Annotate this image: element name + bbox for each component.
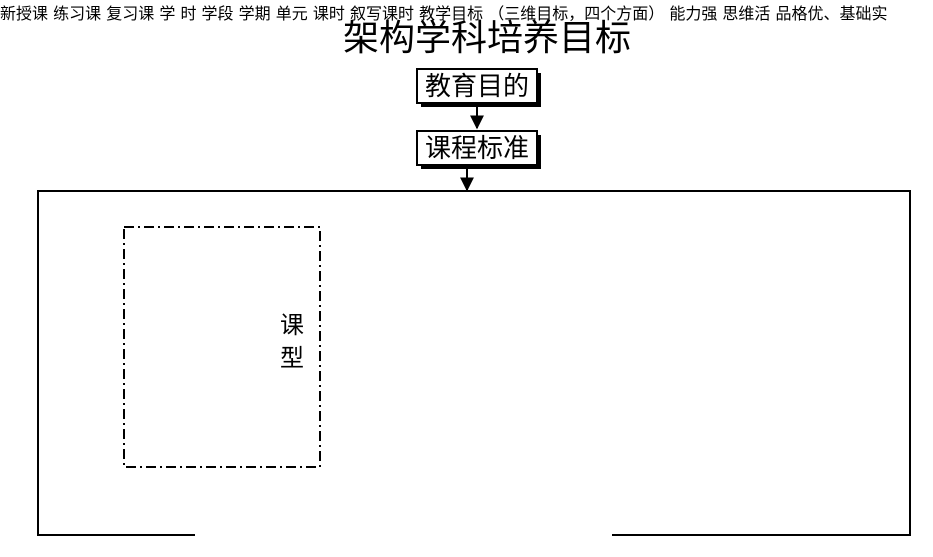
teaching-goal-line2: 教学目标: [419, 4, 484, 23]
pyramid-outline: 能力强 思维活 品格优、基础实: [669, 4, 887, 23]
lesson-type-label-char1: 课: [280, 311, 304, 339]
pyramid-bottom-label: 品格优、基础实: [775, 4, 888, 23]
bracket-review: 学 时 学时 学段 学期 单元 课时 叙写课时 教学目标 （三维目标，四个方面）: [159, 4, 887, 23]
review-lesson-box: 复习课: [106, 4, 159, 23]
semester-label: 学期: [238, 4, 271, 23]
arrow-studytime-to-lessontype: 学段 学期 单元 课时 叙写课时 教学目标 （三维目标，四个方面） 能力强 思维…: [202, 4, 888, 23]
lesson-type-container: [123, 226, 321, 468]
stage-box: 学段: [202, 4, 239, 23]
unit-box: 单元: [276, 4, 313, 23]
pyramid-top-label: 能力强: [669, 4, 718, 23]
arrow-bracket-to-goal: 学 时 学时 学段 学期 单元 课时 叙写课时 教学目标 （三维目标，四个方面）: [159, 4, 887, 23]
study-time-label-char1: 学: [159, 4, 176, 23]
teaching-goal-line1: 叙写课时: [349, 4, 414, 23]
arrow-studytime-pyramid: 学段 学期 单元 课时 叙写课时 教学目标 （三维目标，四个方面） 能力强 思维…: [202, 4, 888, 23]
class-hour-label: 课时: [312, 4, 345, 23]
arrow-classhour-to-goal: 叙写课时 教学目标 （三维目标，四个方面） 能力强 思维活 品格优、基础实 co…: [350, 4, 888, 23]
stage-label: 学段: [201, 4, 234, 23]
teaching-goal-note: （三维目标，四个方面）: [488, 4, 665, 23]
diagram-title: 架构学科培养目标: [343, 18, 631, 59]
lesson-type-label-char2: 型: [280, 344, 304, 372]
education-purpose-label: 教育目的: [425, 72, 529, 102]
outer-frame: [37, 190, 911, 536]
practice-lesson-box: 练习课: [53, 4, 106, 23]
review-lesson-label: 复习课: [106, 4, 155, 23]
class-hour-box: 课时: [313, 4, 350, 23]
pyramid-middle-label: 思维活: [722, 4, 771, 23]
goal-pyramid: 能力强 思维活 品格优、基础实: [669, 4, 887, 23]
education-purpose-box: 教育目的: [416, 68, 541, 107]
arrow-stage-to-semester: 学期 单元 课时 叙写课时 教学目标 （三维目标，四个方面） 能力强 思维活 品…: [239, 4, 888, 23]
pyramid-divider-bottom: 能力强 思维活 品格优、基础实: [669, 4, 887, 23]
teaching-goal-box: 叙写课时 教学目标: [350, 4, 488, 23]
practice-lesson-label: 练习课: [53, 4, 102, 23]
curriculum-standard-box: 课程标准: [416, 130, 541, 169]
arrow-unit-to-classhour: 课时 叙写课时 教学目标 （三维目标，四个方面） 能力强 思维活 品格优、基础实…: [313, 4, 888, 23]
bracket-practice: 学 时 学时 学段 学期 单元 课时 叙写课时 教学目标 （三维目标，四个方面）: [159, 4, 887, 23]
arrow-semester-to-unit: 单元 课时 叙写课时 教学目标 （三维目标，四个方面） 能力强 思维活 品格优、…: [276, 4, 888, 23]
curriculum-standard-label: 课程标准: [425, 134, 529, 164]
lesson-bracket: 学 时 学时 学段 学期 单元 课时 叙写课时 教学目标 （三维目标，四个方面）: [159, 4, 887, 23]
study-time-label-char2: 时: [180, 4, 197, 23]
new-lesson-label: 新授课: [0, 4, 49, 23]
study-time-container: 学 时 学时 学段 学期 单元 课时 叙写课时 教学目标 （三维目标，四个方面）: [159, 4, 887, 23]
semester-box: 学期: [239, 4, 276, 23]
pyramid-divider-top: 能力强 思维活 品格优、基础实: [669, 4, 887, 23]
unit-label: 单元: [275, 4, 308, 23]
new-lesson-box: 新授课: [0, 4, 53, 23]
